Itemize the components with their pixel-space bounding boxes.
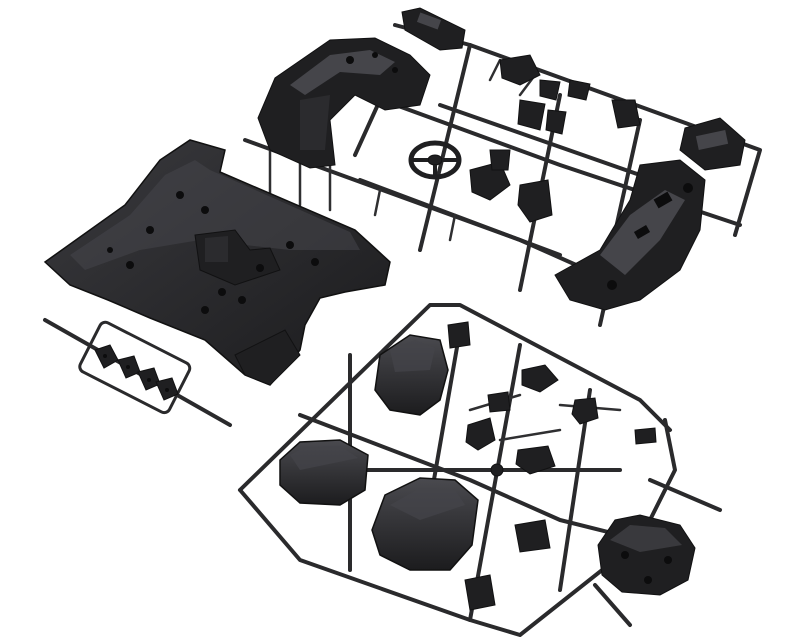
door-panel-part [554,159,706,311]
console-part [401,7,466,51]
lever-parts [469,149,553,223]
floor-tray-part [43,139,391,386]
seat-back-part-top [374,321,471,416]
seat-base-part [597,514,696,596]
dashboard-part [257,37,431,169]
small-sprue [43,318,232,427]
sprue-frame-bottom [238,303,722,637]
steering-wheel-part [408,140,462,180]
seat-bracket-parts [464,364,657,611]
seat-cushion-part [371,477,479,571]
small-bracket-parts [499,54,641,135]
vent-part [679,117,746,171]
seat-back-part-left [279,439,369,506]
